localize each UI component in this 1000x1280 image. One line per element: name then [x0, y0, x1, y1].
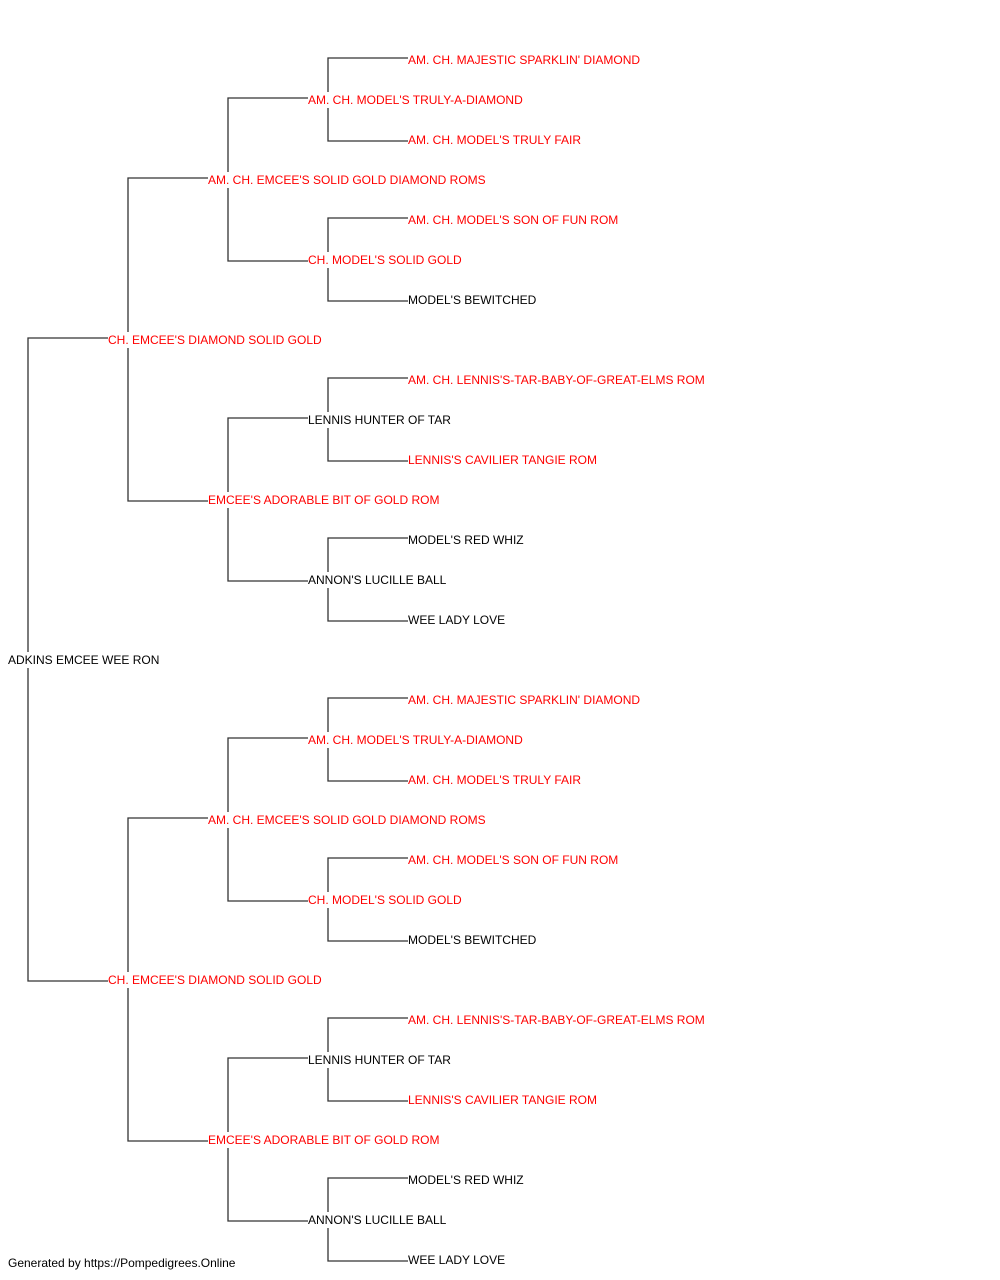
ancestor-name: EMCEE'S ADORABLE BIT OF GOLD ROM — [208, 493, 439, 507]
sire-connector — [327, 857, 408, 892]
ancestor-name: AM. CH. MODEL'S SON OF FUN ROM — [408, 853, 618, 867]
ancestor-name: AM. CH. MODEL'S TRULY FAIR — [408, 133, 581, 147]
ancestor-name: AM. CH. EMCEE'S SOLID GOLD DIAMOND ROMS — [208, 173, 486, 187]
ancestor-name: CH. EMCEE'S DIAMOND SOLID GOLD — [108, 333, 322, 347]
dam-connector — [327, 428, 408, 462]
sire-connector — [327, 57, 408, 92]
ancestor-name: MODEL'S RED WHIZ — [408, 1173, 524, 1187]
ancestor-name: LENNIS'S CAVILIER TANGIE ROM — [408, 453, 597, 467]
dam-connector — [327, 748, 408, 782]
ancestor-name: LENNIS'S CAVILIER TANGIE ROM — [408, 1093, 597, 1107]
ancestor-name: LENNIS HUNTER OF TAR — [308, 1053, 451, 1067]
ancestor-name: AM. CH. MODEL'S SON OF FUN ROM — [408, 213, 618, 227]
sire-connector — [227, 1057, 308, 1132]
sire-connector — [327, 537, 408, 572]
ancestor-name: MODEL'S BEWITCHED — [408, 933, 537, 947]
sire-connector — [227, 737, 308, 812]
ancestor-names: ADKINS EMCEE WEE RON CH. EMCEE'S DIAMOND … — [8, 53, 705, 1267]
ancestor-name: AM. CH. LENNIS'S-TAR-BABY-OF-GREAT-ELMS … — [408, 1013, 705, 1027]
ancestor-name: AM. CH. MODEL'S TRULY-A-DIAMOND — [308, 733, 523, 747]
connector-lines — [27, 57, 408, 1262]
dam-connector — [327, 1068, 408, 1102]
dam-connector — [327, 1228, 408, 1262]
dam-connector — [127, 348, 208, 502]
ancestor-name: ANNON'S LUCILLE BALL — [308, 573, 447, 587]
sire-connector — [127, 177, 208, 332]
ancestor-name: AM. CH. MODEL'S TRULY FAIR — [408, 773, 581, 787]
generated-by-footer: Generated by https://Pompedigrees.Online — [8, 1256, 236, 1270]
sire-connector — [127, 817, 208, 972]
ancestor-name: AM. CH. MAJESTIC SPARKLIN' DIAMOND — [408, 693, 640, 707]
dam-connector — [327, 268, 408, 302]
sire-connector — [327, 1017, 408, 1052]
ancestor-name: ANNON'S LUCILLE BALL — [308, 1213, 447, 1227]
sire-connector — [327, 377, 408, 412]
ancestor-name: CH. MODEL'S SOLID GOLD — [308, 253, 462, 267]
ancestor-name: WEE LADY LOVE — [408, 1253, 505, 1267]
ancestor-name: WEE LADY LOVE — [408, 613, 505, 627]
ancestor-name: MODEL'S BEWITCHED — [408, 293, 537, 307]
ancestor-name: LENNIS HUNTER OF TAR — [308, 413, 451, 427]
ancestor-name: AM. CH. MODEL'S TRULY-A-DIAMOND — [308, 93, 523, 107]
dam-connector — [327, 108, 408, 142]
sire-connector — [227, 97, 308, 172]
ancestor-name: AM. CH. MAJESTIC SPARKLIN' DIAMOND — [408, 53, 640, 67]
dam-connector — [27, 668, 108, 982]
ancestor-name: MODEL'S RED WHIZ — [408, 533, 524, 547]
sire-connector — [327, 1177, 408, 1212]
dam-connector — [227, 828, 308, 902]
ancestor-name: AM. CH. EMCEE'S SOLID GOLD DIAMOND ROMS — [208, 813, 486, 827]
ancestor-name: CH. EMCEE'S DIAMOND SOLID GOLD — [108, 973, 322, 987]
sire-connector — [327, 217, 408, 252]
dam-connector — [327, 908, 408, 942]
ancestor-name: EMCEE'S ADORABLE BIT OF GOLD ROM — [208, 1133, 439, 1147]
dam-connector — [327, 588, 408, 622]
dam-connector — [227, 508, 308, 582]
ancestor-name: AM. CH. LENNIS'S-TAR-BABY-OF-GREAT-ELMS … — [408, 373, 705, 387]
ancestor-name: ADKINS EMCEE WEE RON — [8, 653, 159, 667]
dam-connector — [227, 1148, 308, 1222]
sire-connector — [327, 697, 408, 732]
sire-connector — [27, 337, 108, 652]
ancestor-name: CH. MODEL'S SOLID GOLD — [308, 893, 462, 907]
sire-connector — [227, 417, 308, 492]
dam-connector — [127, 988, 208, 1142]
dam-connector — [227, 188, 308, 262]
